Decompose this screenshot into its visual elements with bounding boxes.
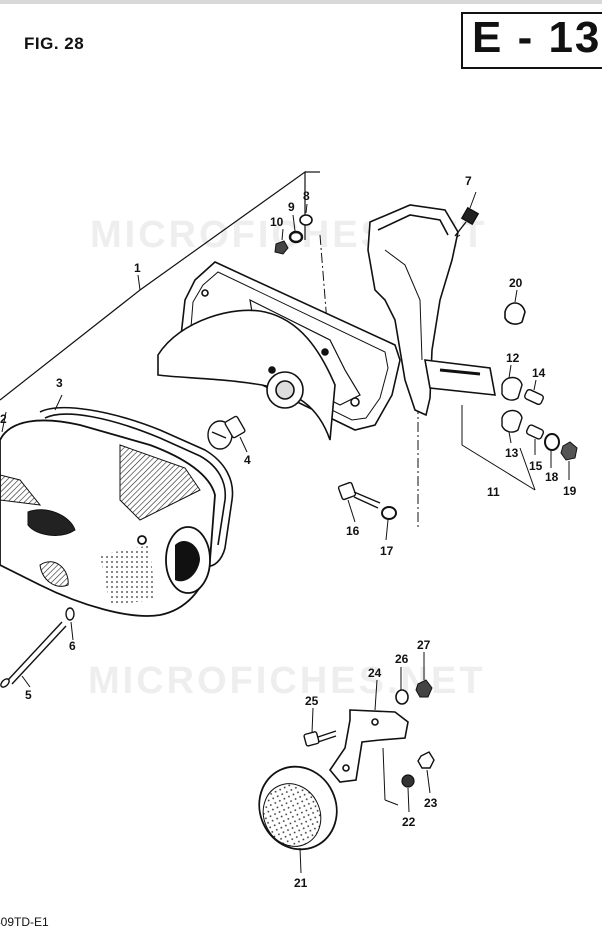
- callout-10: 10: [270, 215, 284, 229]
- washer-8: [299, 214, 313, 226]
- collar-14: [524, 388, 544, 406]
- rear-housing: [367, 204, 459, 417]
- callout-4: 4: [244, 453, 251, 467]
- callout-6: 6: [69, 639, 76, 653]
- callout-3: 3: [56, 376, 63, 390]
- nut-27: [415, 679, 433, 698]
- footer-code: 409TD-E1: [0, 915, 49, 929]
- callout-1: 1: [134, 261, 141, 275]
- washer-9: [288, 230, 304, 244]
- top-rule: [0, 0, 602, 4]
- license-bracket-11: [424, 359, 496, 396]
- washer-26: [395, 689, 409, 705]
- washer-22: [401, 774, 415, 788]
- callout-27: 27: [417, 638, 431, 652]
- callout-23: 23: [424, 796, 438, 810]
- bracket-24-leaders: [382, 747, 399, 806]
- cap-20: [504, 302, 526, 325]
- callout-9: 9: [288, 200, 295, 214]
- section-code-box: [461, 12, 602, 69]
- callout-2: 2: [0, 412, 7, 426]
- callout-14: 14: [532, 366, 546, 380]
- callout-16: 16: [346, 524, 360, 538]
- section-code: E - 13: [472, 13, 602, 62]
- nut-6: [65, 607, 75, 621]
- callout-12: 12: [506, 351, 520, 365]
- callout-13: 13: [505, 446, 519, 460]
- bolt-25: [303, 730, 337, 747]
- tail-lens-2: [0, 419, 216, 617]
- callout-11: 11: [487, 485, 500, 499]
- figure-title: FIG. 28: [24, 34, 85, 53]
- screw-5: [0, 621, 67, 688]
- callout-19: 19: [563, 484, 577, 498]
- callout-24: 24: [368, 666, 382, 680]
- callout-5: 5: [25, 688, 32, 702]
- callout-15: 15: [529, 459, 543, 473]
- callout-17: 17: [380, 544, 394, 558]
- washer-17: [381, 506, 397, 520]
- nut-23: [417, 751, 435, 769]
- grommet-13: [501, 409, 523, 433]
- callout-22: 22: [402, 815, 416, 829]
- callout-7: 7: [465, 174, 472, 188]
- washer-18: [544, 433, 560, 451]
- bulb-4: [207, 415, 246, 450]
- callout-20: 20: [509, 276, 523, 290]
- grommet-12: [501, 376, 523, 401]
- callout-26: 26: [395, 652, 409, 666]
- nut-19: [560, 441, 578, 461]
- reflector-bracket-24: [328, 709, 409, 783]
- reflector-21: [258, 765, 338, 851]
- callout-25: 25: [305, 694, 319, 708]
- watermark-bottom: MICROFICHES.NET: [88, 660, 486, 702]
- callout-18: 18: [545, 470, 559, 484]
- bracket-11-leaders: [461, 405, 536, 491]
- bolt-16: [337, 481, 381, 509]
- reflector: [157, 309, 336, 441]
- callout-21: 21: [294, 876, 308, 890]
- bolt-7: [454, 206, 480, 237]
- callout-8: 8: [303, 189, 310, 203]
- assembly-bracket-1: [0, 170, 320, 401]
- gasket-3: [39, 406, 234, 568]
- leader-lines: [1, 191, 570, 874]
- collar-15: [525, 424, 545, 440]
- nut-10: [274, 240, 289, 255]
